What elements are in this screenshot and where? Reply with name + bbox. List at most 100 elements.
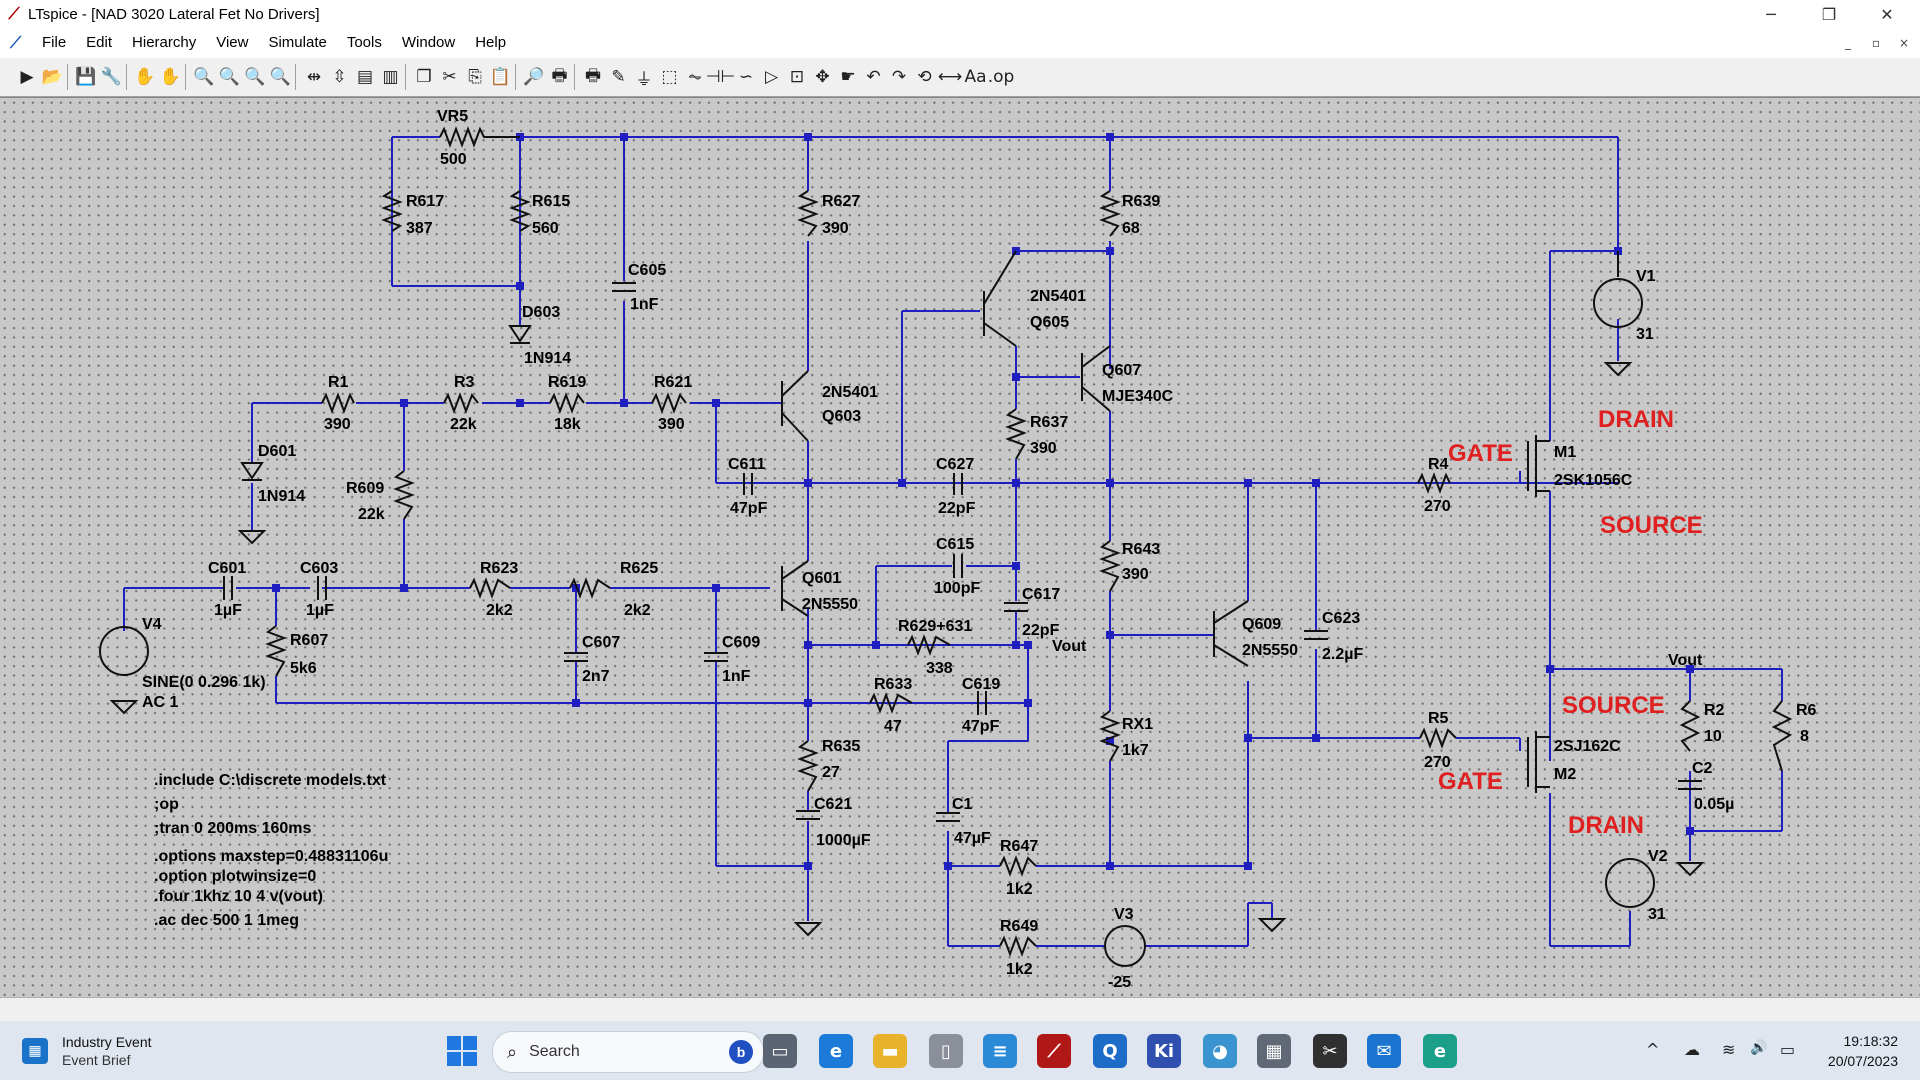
spice-directive-icon[interactable]: .op <box>987 67 1015 87</box>
snipping-app-icon[interactable]: ✂ <box>1313 1034 1347 1068</box>
tile-vertical-icon[interactable]: ▥ <box>382 67 399 87</box>
find-icon[interactable]: 🔎 <box>523 67 545 87</box>
menu-simulate[interactable]: Simulate <box>268 34 327 51</box>
value-d603: 1N914 <box>524 350 571 367</box>
task-view-icon[interactable]: ▭ <box>763 1034 797 1068</box>
label-net-icon[interactable]: ⬚ <box>661 67 678 87</box>
copy-icon[interactable]: ⎘ <box>468 67 482 87</box>
tile-horizontal-icon[interactable]: ▤ <box>356 67 374 87</box>
tray-chevron-icon[interactable]: ^ <box>1646 1040 1660 1059</box>
component-icon[interactable]: ⊡ <box>789 67 805 87</box>
autorange-y-icon[interactable]: ⇳ <box>332 67 347 87</box>
onedrive-cloud-icon[interactable]: ☁ <box>1684 1040 1700 1059</box>
restore-button[interactable]: ❐ <box>1821 4 1837 24</box>
resistor-icon[interactable]: ⏦ <box>688 67 702 87</box>
value-r635: 27 <box>822 764 840 781</box>
zoom-fit-icon[interactable]: 🔍 <box>269 67 292 87</box>
document-app-icon[interactable]: ▯ <box>929 1034 963 1068</box>
menu-tools[interactable]: Tools <box>346 34 382 51</box>
file-explorer-icon[interactable]: ▬ <box>873 1034 907 1068</box>
calculator-app-icon[interactable]: ▦ <box>1257 1034 1291 1068</box>
mdi-restore-button[interactable]: ▫ <box>1871 36 1881 50</box>
value-vr5: 500 <box>440 151 467 168</box>
label-c617: C617 <box>1022 586 1060 603</box>
directive-tran: ;tran 0 200ms 160ms <box>154 820 312 837</box>
edge-browser-icon[interactable]: e <box>819 1034 853 1068</box>
value-c1: 47µF <box>954 830 991 847</box>
open-icon[interactable]: 📂 <box>41 67 64 87</box>
menu-edit[interactable]: Edit <box>86 34 113 51</box>
toolbar-separator <box>126 64 127 90</box>
cascade-icon[interactable]: ❐ <box>416 67 432 87</box>
label-r5: R5 <box>1428 710 1449 727</box>
news-widget[interactable]: ▦ Industry Event Event Brief <box>22 1033 152 1069</box>
save-icon[interactable]: 💾 <box>75 67 97 87</box>
menu-hierarchy[interactable]: Hierarchy <box>132 34 197 51</box>
drag-icon[interactable]: ☛ <box>840 67 856 87</box>
print-setup-icon[interactable]: 🖶 <box>551 65 568 86</box>
menu-file[interactable]: File <box>42 34 67 51</box>
rotate-icon[interactable]: ⟲ <box>917 67 932 87</box>
title-bar: ⟋ LTspice - [NAD 3020 Lateral Fet No Dri… <box>0 0 1920 28</box>
system-clock[interactable]: 19:18:32 20/07/2023 <box>1828 1031 1898 1071</box>
value-c611: 47pF <box>730 500 768 517</box>
label-r633: R633 <box>874 676 912 693</box>
mdi-close-button[interactable]: × <box>1898 36 1910 50</box>
taskbar-search[interactable]: ⌕ Search b <box>492 1031 764 1073</box>
cut-icon[interactable]: ✂ <box>442 67 457 87</box>
menu-help[interactable]: Help <box>475 34 507 51</box>
label-r615: R615 <box>532 193 570 210</box>
text-icon[interactable]: Aa <box>964 67 987 87</box>
label-r607: R607 <box>290 632 328 649</box>
start-button[interactable] <box>447 1036 477 1066</box>
mirror-icon[interactable]: ⟷ <box>937 67 963 87</box>
notepad-app-icon[interactable]: ≡ <box>983 1034 1017 1068</box>
halt-icon[interactable]: ✋ <box>134 67 156 87</box>
label-m2: M2 <box>1554 766 1576 783</box>
zoom-in-icon[interactable]: 🔍 <box>193 67 215 87</box>
value-c609: 1nF <box>722 668 751 685</box>
capacitor-icon[interactable]: ⊣⊢ <box>705 67 736 87</box>
volume-icon[interactable]: 🔊 <box>1750 1040 1768 1056</box>
ltspice-app-icon[interactable]: ⟋ <box>1037 1034 1071 1068</box>
pan-icon[interactable]: ✋ <box>159 67 182 87</box>
inductor-icon[interactable]: ∽ <box>738 67 754 87</box>
autorange-x-icon[interactable]: ⇹ <box>306 67 322 87</box>
kicad-app-icon[interactable]: Ki <box>1147 1034 1181 1068</box>
redo-icon[interactable]: ↷ <box>891 67 907 87</box>
value-c603: 1µF <box>306 602 334 619</box>
value-r5: 270 <box>1424 754 1451 771</box>
menu-view[interactable]: View <box>216 34 249 51</box>
close-button[interactable]: ✕ <box>1880 4 1894 24</box>
value-r647: 1k2 <box>1006 881 1033 898</box>
value-c615: 100pF <box>934 580 980 597</box>
draw-wire-icon[interactable]: ✎ <box>611 67 626 87</box>
zoom-out-icon[interactable]: 🔍 <box>244 67 266 87</box>
label-c615: C615 <box>936 536 974 553</box>
mail-app-icon[interactable]: ✉ <box>1367 1034 1401 1068</box>
bing-icon[interactable]: b <box>729 1040 753 1064</box>
value-v1: 31 <box>1636 326 1654 343</box>
ground-icon[interactable]: ⏚ <box>635 69 653 90</box>
undo-icon[interactable]: ↶ <box>866 67 881 87</box>
value-rx1: 1k7 <box>1122 742 1149 759</box>
edge-app-icon[interactable]: e <box>1423 1034 1457 1068</box>
paint-app-icon[interactable]: ◕ <box>1203 1034 1237 1068</box>
minimize-button[interactable]: ─ <box>1766 4 1776 24</box>
value-r649: 1k2 <box>1006 961 1033 978</box>
diode-icon[interactable]: ▷ <box>764 67 779 87</box>
zoom-area-icon[interactable]: 🔍 <box>218 67 241 87</box>
paste-icon[interactable]: 📋 <box>489 67 512 87</box>
move-icon[interactable]: ✥ <box>815 67 830 87</box>
wifi-icon[interactable]: ≋ <box>1722 1040 1736 1059</box>
value-r6: 8 <box>1800 728 1809 745</box>
qbittorrent-app-icon[interactable]: Q <box>1093 1034 1127 1068</box>
battery-icon[interactable]: ▭ <box>1780 1040 1796 1059</box>
print-icon[interactable]: 🖶 <box>584 65 602 86</box>
mdi-minimize-button[interactable]: _ <box>1845 36 1851 50</box>
menu-window[interactable]: Window <box>401 34 456 51</box>
run-icon[interactable]: ▶ <box>20 67 34 87</box>
control-panel-icon[interactable]: 🔧 <box>100 67 123 87</box>
schematic-canvas[interactable]: VR5 500 R617 387 R615 560 D603 1N914 C60… <box>0 97 1920 998</box>
toolbar-separator <box>295 64 296 90</box>
